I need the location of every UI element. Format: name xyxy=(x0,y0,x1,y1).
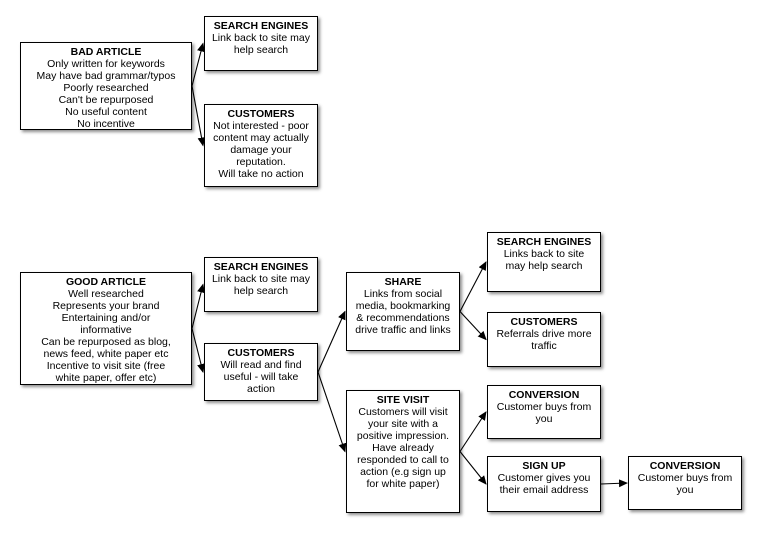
conversion-2-title: CONVERSION xyxy=(649,460,721,472)
share-search-engines-title: SEARCH ENGINES xyxy=(496,236,592,248)
conversion-box-2: CONVERSION Customer buys from you xyxy=(628,456,742,510)
share-customers-title: CUSTOMERS xyxy=(510,316,578,328)
share-title: SHARE xyxy=(384,276,422,288)
arrow-site_visit-to-conversion_1 xyxy=(459,411,487,452)
arrow-good_article-to-good_customers xyxy=(191,328,205,373)
good-customers-text: Will read and find useful - will take ac… xyxy=(220,359,302,395)
good-article-title: GOOD ARTICLE xyxy=(65,276,147,288)
bad-article-box: BAD ARTICLE Only written for keywords Ma… xyxy=(20,42,192,130)
share-customers-box: CUSTOMERS Referrals drive more traffic xyxy=(487,312,601,367)
share-text: Links from social media, bookmarking & r… xyxy=(355,288,451,336)
good-search-engines-title: SEARCH ENGINES xyxy=(213,261,309,273)
share-box: SHARE Links from social media, bookmarki… xyxy=(346,272,460,351)
bad-customers-title: CUSTOMERS xyxy=(227,108,295,120)
conversion-1-text: Customer buys from you xyxy=(496,401,592,425)
good-article-text: Well researched Represents your brand En… xyxy=(41,288,171,384)
good-search-engines-box: SEARCH ENGINES Link back to site may hel… xyxy=(204,257,318,312)
sign-up-text: Customer gives you their email address xyxy=(497,472,591,496)
good-article-box: GOOD ARTICLE Well researched Represents … xyxy=(20,272,192,385)
sign-up-box: SIGN UP Customer gives you their email a… xyxy=(487,456,601,512)
bad-search-engines-box: SEARCH ENGINES Link back to site may hel… xyxy=(204,16,318,71)
good-customers-box: CUSTOMERS Will read and find useful - wi… xyxy=(204,343,318,401)
sign-up-title: SIGN UP xyxy=(522,460,566,472)
bad-search-engines-text: Link back to site may help search xyxy=(211,32,311,56)
bad-customers-box: CUSTOMERS Not interested - poor content … xyxy=(204,104,318,187)
site-visit-text: Customers will visit your site with a po… xyxy=(356,406,450,490)
arrow-sign_up-to-conversion_2 xyxy=(600,479,628,488)
arrow-good_customers-to-share xyxy=(317,310,346,373)
good-search-engines-text: Link back to site may help search xyxy=(211,273,311,297)
good-customers-title: CUSTOMERS xyxy=(227,347,295,359)
conversion-2-text: Customer buys from you xyxy=(637,472,733,496)
arrow-bad_article-to-bad_search_engines xyxy=(191,42,205,87)
bad-customers-text: Not interested - poor content may actual… xyxy=(213,120,309,180)
conversion-box-1: CONVERSION Customer buys from you xyxy=(487,385,601,439)
bad-article-text: Only written for keywords May have bad g… xyxy=(36,58,176,130)
arrow-good_customers-to-site_visit xyxy=(317,371,347,453)
arrow-share-to-share_search_engines xyxy=(459,261,487,312)
share-search-engines-box: SEARCH ENGINES Links back to site may he… xyxy=(487,232,601,292)
share-customers-text: Referrals drive more traffic xyxy=(496,328,592,352)
arrow-good_article-to-good_search_engines xyxy=(191,283,205,329)
site-visit-box: SITE VISIT Customers will visit your sit… xyxy=(346,390,460,513)
site-visit-title: SITE VISIT xyxy=(376,394,430,406)
share-search-engines-text: Links back to site may help search xyxy=(503,248,585,272)
conversion-1-title: CONVERSION xyxy=(508,389,580,401)
bad-search-engines-title: SEARCH ENGINES xyxy=(213,20,309,32)
arrow-site_visit-to-sign_up xyxy=(459,451,487,485)
arrow-bad_article-to-bad_customers xyxy=(191,85,206,147)
bad-article-title: BAD ARTICLE xyxy=(70,46,142,58)
arrow-share-to-share_customers xyxy=(459,311,487,341)
